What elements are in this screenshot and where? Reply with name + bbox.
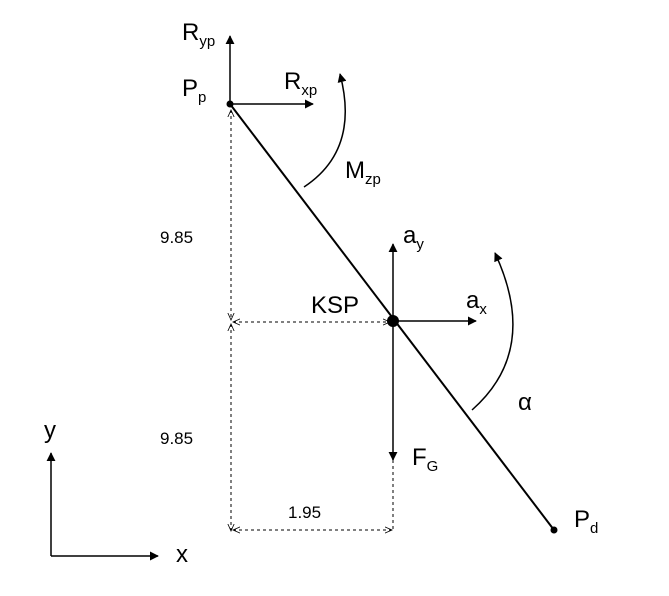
lower-vertical-dimension: 9.85 [160, 429, 193, 448]
rxp-label: Rxp [284, 68, 317, 99]
ryp-label: Ryp [182, 19, 215, 50]
horizontal-dimension: 1.95 [288, 503, 321, 522]
axis-y-label: y [44, 417, 56, 444]
alpha-arc [471, 252, 514, 411]
pd-label: Pd [574, 506, 598, 537]
ay-label: ay [403, 222, 424, 253]
pp-label: Pp [182, 75, 206, 106]
mzp-arc [303, 73, 347, 188]
upper-vertical-dimension: 9.85 [160, 228, 193, 247]
alpha-label: α [518, 389, 532, 416]
ax-label: ax [466, 287, 487, 318]
end-point [550, 526, 558, 534]
axis-x-label: x [176, 541, 188, 568]
fg-label: FG [412, 444, 438, 475]
mzp-label: Mzp [345, 157, 381, 188]
ksp-label: KSP [311, 292, 359, 319]
